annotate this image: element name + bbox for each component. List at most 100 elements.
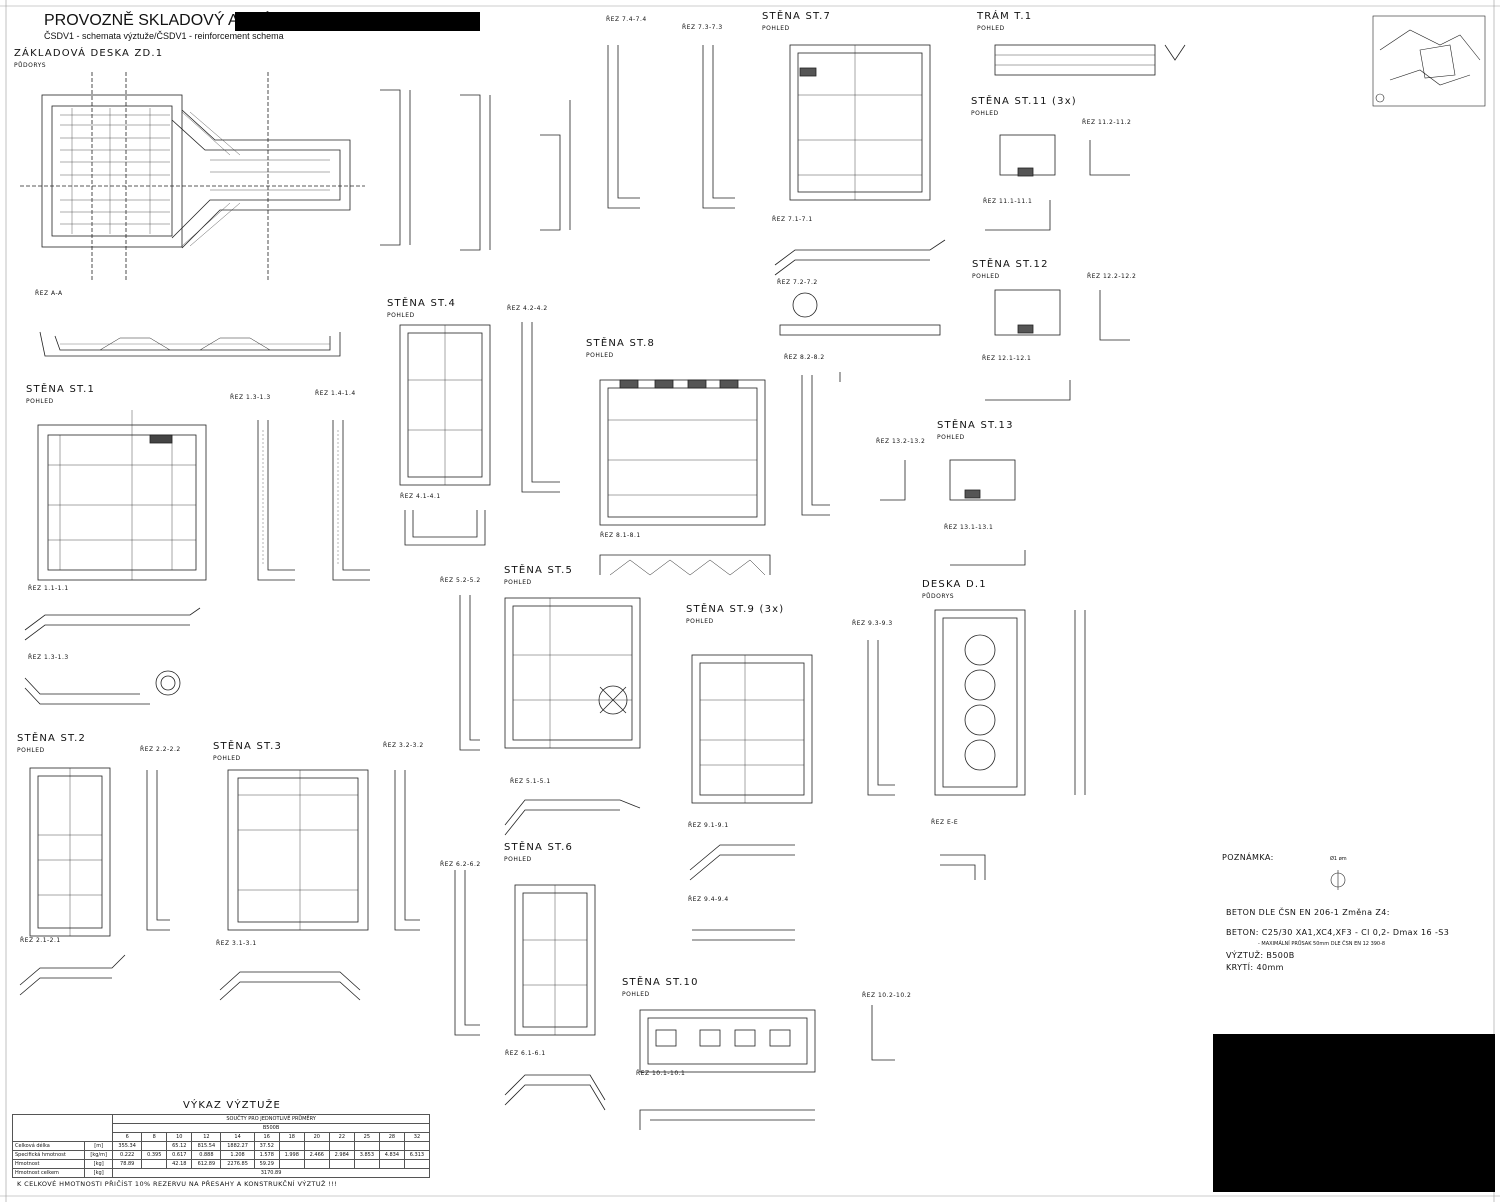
view-title-d1: DESKA D.1 [922, 579, 987, 590]
diameter-header: 14 [220, 1132, 255, 1142]
view-sub-st6: POHLED [504, 856, 532, 863]
row-value: 42.18 [166, 1159, 193, 1169]
row-label: Hmotnost celkem [11, 1168, 86, 1178]
row-label: Hmotnost [11, 1159, 86, 1169]
diameter-header: 25 [353, 1132, 380, 1142]
view-title-st12: STĚNA ST.12 [972, 259, 1049, 270]
title-block-redacted [1213, 1034, 1495, 1192]
view-title-52: ŘEZ 5.2-5.2 [440, 577, 481, 584]
project-subtitle: ČSDV1 - schemata výztuže/ČSDV1 - reinfor… [44, 31, 284, 41]
view-sub-st8: POHLED [586, 352, 614, 359]
row-value: 1.998 [278, 1150, 305, 1160]
view-title-93: ŘEZ 9.3-9.3 [852, 620, 893, 627]
row-value: 1.208 [220, 1150, 255, 1160]
view-title-st2: STĚNA ST.2 [17, 733, 87, 744]
view-title-st5: STĚNA ST.5 [504, 565, 574, 576]
cover-spec: KRYTÍ: 40mm [1226, 963, 1284, 972]
view-title-101: ŘEZ 10.1-10.1 [636, 1070, 686, 1077]
row-value [353, 1159, 380, 1169]
row-value: 0.222 [112, 1150, 143, 1160]
schedule-group-header: SOUČTY PRO JEDNOTLIVÉ PRŮMĚRY [112, 1114, 430, 1124]
view-sub-st2: POHLED [17, 747, 45, 754]
view-title-112: ŘEZ 11.2-11.2 [1082, 119, 1132, 126]
view-sub-st13: POHLED [937, 434, 965, 441]
row-value: 0.395 [141, 1150, 168, 1160]
diameter-header: 28 [378, 1132, 405, 1142]
schedule-title: VÝKAZ VÝZTUŽE [183, 1100, 282, 1111]
view-title-11: ŘEZ 1.1-1.1 [28, 585, 69, 592]
row-value: 355.34 [112, 1141, 143, 1151]
view-title-111: ŘEZ 11.1-11.1 [983, 198, 1033, 205]
row-value [303, 1159, 330, 1169]
view-title-21: ŘEZ 2.1-2.1 [20, 937, 61, 944]
schedule-corner [11, 1114, 114, 1142]
row-value: 1.578 [253, 1150, 280, 1160]
view-title-81: ŘEZ 8.1-8.1 [600, 532, 641, 539]
row-value: 2.466 [303, 1150, 330, 1160]
view-title-st11: STĚNA ST.11 (3x) [971, 96, 1077, 107]
view-title-zd1: ZÁKLADOVÁ DESKA ZD.1 [14, 48, 164, 59]
view-title-22: ŘEZ 2.2-2.2 [140, 746, 181, 753]
view-title-13: ŘEZ 1.3-1.3 [230, 394, 271, 401]
view-sub-st12: POHLED [972, 273, 1000, 280]
row-value: 37.52 [253, 1141, 280, 1151]
row-value: 4.834 [378, 1150, 405, 1160]
view-title-st9: STĚNA ST.9 (3x) [686, 604, 785, 615]
view-title-61: ŘEZ 6.1-6.1 [505, 1050, 546, 1057]
row-label: Celková délka [11, 1141, 86, 1151]
schedule-footnote: K CELKOVÉ HMOTNOSTI PŘIČÍST 10% REZERVU … [17, 1180, 338, 1188]
view-title-121: ŘEZ 12.1-12.1 [982, 355, 1032, 362]
row-unit: [kg/m] [84, 1150, 114, 1160]
view-title-aa: ŘEZ A-A [35, 290, 63, 297]
view-title-st10: STĚNA ST.10 [622, 977, 699, 988]
row-value: 59.29 [253, 1159, 280, 1169]
diameter-header: 20 [303, 1132, 330, 1142]
footing-plan [20, 72, 365, 280]
row-value: 78.89 [112, 1159, 143, 1169]
view-title-st7: STĚNA ST.7 [762, 11, 832, 22]
north-arrow-label: Ø1 øm [1330, 856, 1347, 862]
view-title-132: ŘEZ 13.2-13.2 [876, 438, 926, 445]
row-total: 3170.89 [112, 1168, 430, 1178]
row-value [141, 1159, 168, 1169]
diameter-header: 32 [403, 1132, 431, 1142]
view-title-122: ŘEZ 12.2-12.2 [1087, 273, 1137, 280]
row-unit: [kg] [84, 1168, 114, 1178]
row-value [403, 1141, 431, 1151]
row-value [378, 1159, 405, 1169]
row-value: 612.89 [191, 1159, 222, 1169]
view-title-82: ŘEZ 8.2-8.2 [784, 354, 825, 361]
view-title-st4: STĚNA ST.4 [387, 298, 457, 309]
row-value [278, 1159, 305, 1169]
row-value [353, 1141, 380, 1151]
diameter-header: 18 [278, 1132, 305, 1142]
row-label: Specifická hmotnost [11, 1150, 86, 1160]
view-sub-st1: POHLED [26, 398, 54, 405]
view-title-13b: ŘEZ 1.3-1.3 [28, 654, 69, 661]
view-title-51: ŘEZ 5.1-5.1 [510, 778, 551, 785]
row-value: 1882.27 [220, 1141, 255, 1151]
diameter-header: 6 [112, 1132, 143, 1142]
view-title-32: ŘEZ 3.2-3.2 [383, 742, 424, 749]
view-sub-d1: PŮDORYS [922, 593, 955, 600]
notes-heading: POZNÁMKA: [1222, 853, 1274, 862]
row-value: 815.54 [191, 1141, 222, 1151]
view-title-74: ŘEZ 7.4-7.4 [606, 16, 647, 23]
view-title-31: ŘEZ 3.1-3.1 [216, 940, 257, 947]
view-sub-st3: POHLED [213, 755, 241, 762]
view-title-st8: STĚNA ST.8 [586, 338, 656, 349]
view-title-t1: TRÁM T.1 [977, 11, 1033, 22]
view-sub-st10: POHLED [622, 991, 650, 998]
row-value: 0.888 [191, 1150, 222, 1160]
view-title-71: ŘEZ 7.1-7.1 [772, 216, 813, 223]
row-value [403, 1159, 431, 1169]
steel-spec: VÝZTUŽ: B500B [1226, 951, 1295, 960]
concrete-standard: BETON DLE ČSN EN 206-1 Změna Z4: [1226, 908, 1390, 917]
row-value: 2276.85 [220, 1159, 255, 1169]
concrete-spec: BETON: C25/30 XA1,XC4,XF3 - Cl 0,2- Dmax… [1226, 928, 1450, 937]
redacted-block [235, 12, 480, 31]
view-title-st1: STĚNA ST.1 [26, 384, 96, 395]
project-title: PROVOZNĚ SKLADOVÝ AREÁL [44, 12, 281, 29]
